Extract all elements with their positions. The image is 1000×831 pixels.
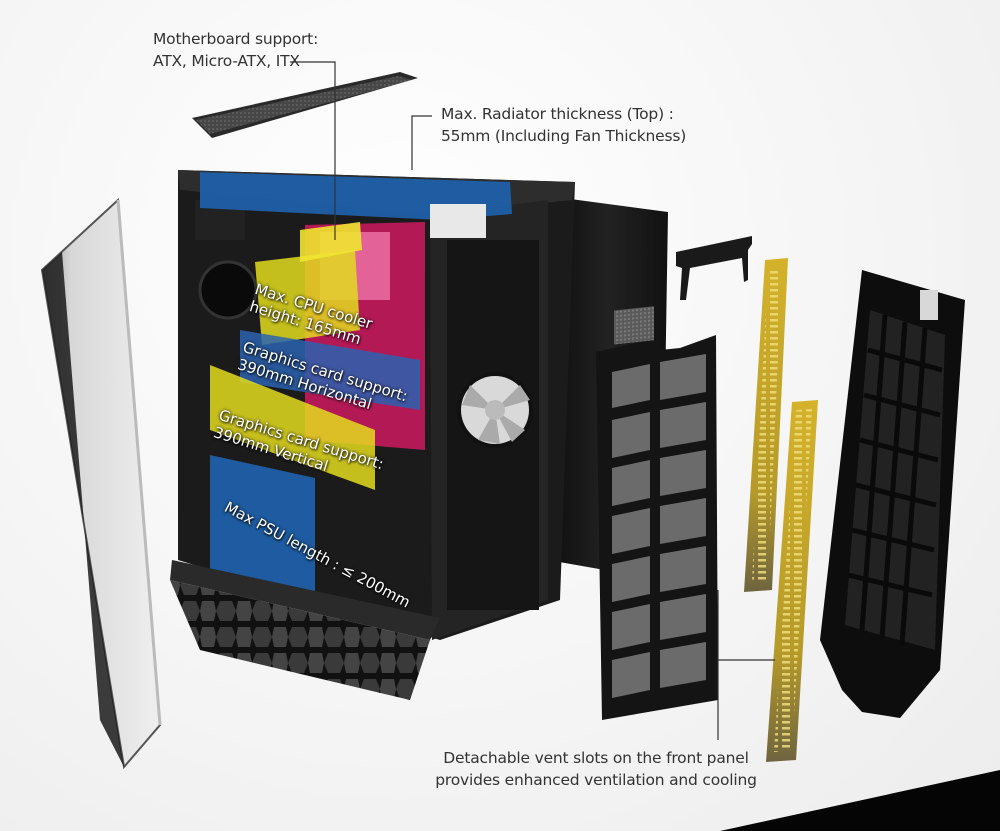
vent-slots-callout: Detachable vent slots on the front panel…: [426, 747, 766, 791]
front-panel: [820, 270, 965, 718]
vent-slot-strip-short: [766, 400, 818, 762]
floor-shadow: [720, 770, 1000, 831]
radiator-callout-line2: 55mm (Including Fan Thickness): [441, 127, 687, 145]
motherboard-callout-line1: Motherboard support:: [153, 30, 319, 48]
vent-callout-line2: provides enhanced ventilation and coolin…: [435, 771, 757, 789]
radiator-callout-line1: Max. Radiator thickness (Top) :: [441, 105, 674, 123]
glass-side-panel: [40, 197, 162, 770]
leader-lines: [290, 61, 775, 740]
gpu-vertical-zone: [210, 365, 375, 490]
radiator-zone: [200, 172, 512, 238]
gpu-horizontal-zone: [240, 330, 420, 410]
vent-callout-line1: Detachable vent slots on the front panel: [443, 749, 749, 767]
vent-slot-strip-long: [744, 258, 788, 592]
motherboard-support-callout: Motherboard support: ATX, Micro-ATX, ITX: [153, 28, 318, 72]
gpu-bracket: [676, 236, 752, 300]
motherboard-callout-line2: ATX, Micro-ATX, ITX: [153, 52, 300, 70]
top-dust-filter: [192, 72, 418, 138]
radiator-thickness-callout: Max. Radiator thickness (Top) : 55mm (In…: [441, 103, 686, 147]
bottom-dust-filter: [170, 560, 440, 700]
cpu-cooler-zone: [255, 222, 362, 345]
front-mesh-filter: [596, 306, 718, 720]
psu-zone: [210, 455, 315, 595]
